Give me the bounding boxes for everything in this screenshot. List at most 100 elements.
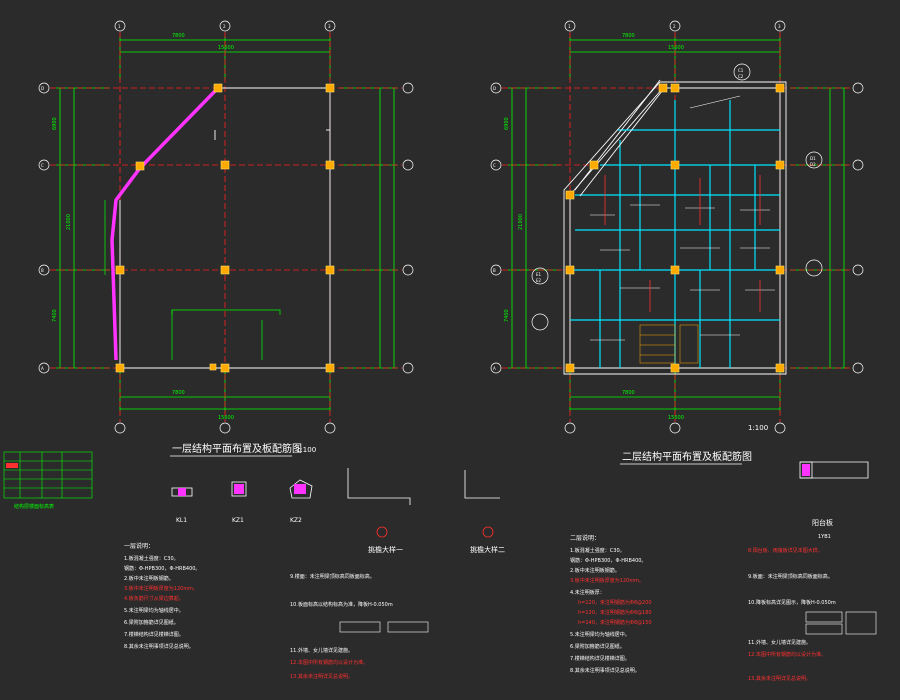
notes1-line: 钢筋：Φ-HPB300，Φ-HRB400。	[124, 565, 200, 572]
notes2-line: h=140，未注明钢筋为Φ8@150	[578, 619, 652, 626]
notes2-line: 钢筋：Φ-HPB300，Φ-HRB400。	[570, 557, 646, 564]
plan2-mark-d2: D2	[810, 162, 816, 167]
notes1-right-line: 10.板面标高以结构标高为准，降板H-0.050m	[290, 601, 393, 608]
notes1: 一层说明： 1.板混凝土强度：C30。 钢筋：Φ-HPB300，Φ-HRB400…	[124, 542, 429, 680]
notes1-line: 2.板中未注明板钢筋。	[124, 575, 174, 582]
plan1-axis-bubbles	[38, 20, 414, 434]
notes2-right-line: 9.板面：未注明梁顶标高同板面标高。	[748, 573, 833, 580]
plan2-mark-e2: E2	[536, 278, 542, 283]
plan1-axis-top-3: 3	[328, 24, 331, 29]
plan1-dim-left-3: 7400	[52, 309, 58, 322]
plan2-axis-bubbles	[490, 20, 864, 434]
plan2-dim-bottom-2: 15600	[668, 415, 684, 421]
notes1-right-line: 13.其余未注明详见总说明。	[290, 673, 353, 680]
plan2: 7800 15600 7800 15600 6900 21000 7400 D …	[490, 20, 864, 465]
plan2-scale: 1:100	[748, 424, 768, 432]
plan2-detail-markers	[531, 63, 823, 331]
section-kz1: KZ1	[232, 517, 244, 524]
plan2-axis-left-2: C	[493, 163, 496, 168]
plan2-axis-top-1: 1	[568, 24, 571, 29]
notes2-line: h=120，未注明钢筋为Φ8@200	[578, 599, 652, 606]
plan2-dim-bottom-1: 7800	[622, 390, 635, 396]
notes1-line: 1.板混凝土强度：C30。	[124, 555, 179, 562]
plan1-axis-left-4: A	[41, 366, 44, 371]
sections-group2: 阳台板 1YB1	[799, 461, 869, 540]
notes1-right-line: 12.本图中所有钢筋均以设计为准。	[290, 659, 368, 666]
plan1-dim-left-2: 21000	[66, 214, 72, 230]
plan1-scale: 1:100	[296, 446, 316, 454]
section-kl1: KL1	[176, 517, 187, 524]
plan2-rebar	[590, 95, 775, 341]
plan1-dimensions	[56, 36, 398, 412]
notes2-line: 5.未注明梁均为轴线居中。	[570, 631, 630, 638]
plan2-axis-top-3: 3	[778, 24, 781, 29]
detail-1-title: 挑檐大样一	[368, 545, 403, 554]
level-table-title: 结构层楼面标高表	[14, 503, 54, 510]
level-table: 结构层楼面标高表	[3, 451, 93, 510]
notes1-heading: 一层说明：	[124, 542, 154, 550]
plan2-axis-left-3: B	[493, 268, 496, 273]
plan1-grid-axes	[50, 32, 402, 422]
plan2-dim-top-1: 7800	[622, 33, 635, 39]
plan1-axis-left-2: C	[41, 163, 44, 168]
notes1-line: 6.梁附加箍筋详见图纸。	[124, 619, 179, 626]
plan2-dim-left-3: 7400	[504, 309, 510, 322]
plan1-axis-top-1: 1	[118, 24, 121, 29]
notes2-right-line: 12.本图中所有钢筋均以设计为准。	[748, 651, 826, 658]
plan2-stair	[639, 324, 699, 364]
plan2-dim-left-2: 21000	[518, 214, 524, 230]
notes2-right-line: 8.阳台板、雨篷板详见本图大样。	[748, 547, 823, 554]
plan2-mark-d1: D1	[810, 156, 816, 161]
notes1-line: 7.楼梯结构详见楼梯详图。	[124, 631, 184, 638]
notes2: 二层说明： 1.板混凝土强度：C30。 钢筋：Φ-HPB300，Φ-HRB400…	[570, 534, 877, 682]
plan2-columns	[565, 83, 785, 373]
plan2-mark-c2: C2	[738, 74, 744, 79]
section-kz2: KZ2	[290, 517, 302, 524]
notes2-line: 4.未注明板厚：	[570, 589, 605, 596]
sections-group1: KL1 KZ1 KZ2 挑檐大样一 挑檐大样二	[171, 468, 505, 554]
plan2-axis-top-2: 2	[673, 24, 676, 29]
plan1-columns	[115, 83, 335, 373]
notes1-line: 3.板中未注明板厚度为120mm。	[124, 585, 198, 592]
balcony-label: 1YB1	[818, 534, 831, 540]
notes2-right-line: 13.其余未注明详见总说明。	[748, 675, 811, 682]
notes2-right-line: 10.降板标高详见图示，降板H-0.050m	[748, 599, 836, 606]
plan2-dimensions	[508, 36, 848, 412]
plan2-axis-left-4: A	[493, 366, 496, 371]
plan2-mark-e1: E1	[536, 272, 542, 277]
notes2-right-line: 11.外墙、女儿墙详见建施。	[748, 639, 811, 646]
plan1-dim-bottom-2: 15600	[218, 415, 234, 421]
notes2-line: 6.梁附加箍筋详见图纸。	[570, 643, 625, 650]
plan1-dim-top-1: 7800	[172, 33, 185, 39]
plan1-axis-left-1: D	[41, 86, 44, 91]
plan2-axis-left-1: D	[493, 86, 496, 91]
plan1-axis-left-3: B	[41, 268, 44, 273]
notes2-line: 8.其余未注明事项详见总说明。	[570, 667, 640, 674]
notes2-line: 7.楼梯结构详见楼梯详图。	[570, 655, 630, 662]
plan1: 7800 15600 7800 15600 6900 21000 7400 D …	[38, 20, 414, 457]
plan1-walls	[110, 86, 220, 361]
notes1-right-line: 9.楼面：未注明梁顶标高同板面标高。	[290, 573, 375, 580]
plan2-dim-left-1: 6900	[504, 117, 510, 130]
plan2-dim-top-2: 15600	[668, 45, 684, 51]
balcony-title: 阳台板	[812, 518, 833, 527]
plan2-title: 二层结构平面布置及板配筋图	[622, 450, 752, 463]
notes2-line: 1.板混凝土强度：C30。	[570, 547, 625, 554]
notes2-line: 2.板中未注明板钢筋。	[570, 567, 620, 574]
plan1-title: 一层结构平面布置及板配筋图	[172, 442, 302, 455]
notes2-heading: 二层说明：	[570, 534, 600, 542]
plan1-axis-top-2: 2	[223, 24, 226, 29]
plan1-dim-left-1: 6900	[52, 117, 58, 130]
notes2-line: h=130，未注明钢筋为Φ8@180	[578, 609, 652, 616]
plan1-dim-bottom-1: 7800	[172, 390, 185, 396]
notes1-right-line: 11.外墙、女儿墙详见建施。	[290, 647, 353, 654]
notes1-line: 5.未注明梁均为轴线居中。	[124, 607, 184, 614]
plan2-mark-c1: C1	[738, 68, 744, 73]
notes1-line: 8.其余未注明事项详见总说明。	[124, 643, 194, 650]
notes2-line: 3.板中未注明板厚度为120mm。	[570, 577, 644, 584]
plan2-beams	[570, 100, 780, 368]
plan1-dim-top-2: 15600	[218, 45, 234, 51]
notes1-line: 4.板负筋尺寸从梁边算起。	[124, 595, 184, 602]
detail-2-title: 挑檐大样二	[470, 545, 505, 554]
